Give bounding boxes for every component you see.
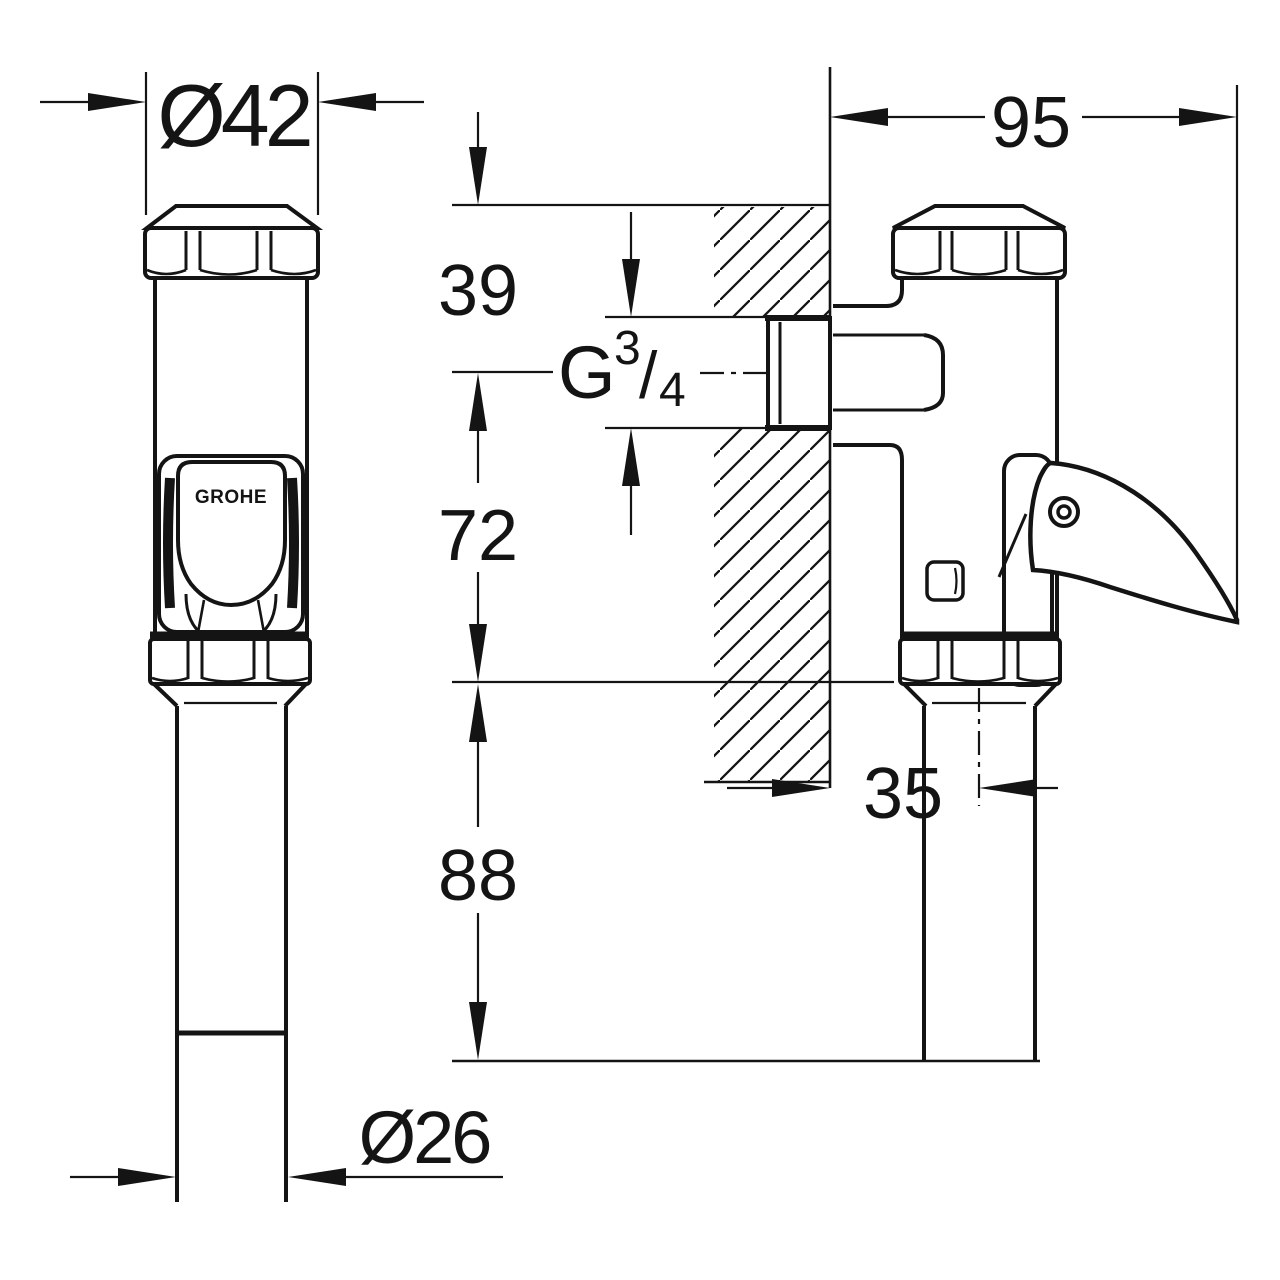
bottom-facet-arcs-front [151, 676, 309, 683]
arrowhead [88, 93, 146, 111]
inlet-thread-fitting [765, 315, 832, 431]
outlet-pipe-walls [922, 706, 1037, 1061]
inlet-horn-lines [833, 333, 924, 412]
bottom-facets-side [936, 641, 1020, 679]
brand-logo: GROHE [195, 487, 267, 508]
dim-label-cap-diameter: Ø42 [157, 66, 309, 165]
taper-side [902, 682, 1058, 708]
arrowhead [622, 259, 640, 317]
cap-hex-side [891, 226, 1067, 280]
reference-lines [144, 72, 1239, 1063]
dim-label-pipe-diameter: Ø26 [359, 1096, 490, 1179]
dimension-depth: 95 [830, 83, 1237, 163]
body-upper-ledge [833, 278, 904, 308]
arrowhead [469, 373, 487, 431]
wall-hatch-upper [714, 207, 830, 317]
thread-label-sup: 3 [614, 322, 641, 375]
arrowhead [118, 1168, 176, 1186]
bottom-hex-front [148, 637, 312, 686]
front-view: GROHE [141, 204, 324, 1202]
bottom-facet-arcs-side [901, 676, 1059, 683]
arrowhead [469, 624, 487, 682]
wall-section [704, 67, 832, 788]
dimension-35: 35 [727, 754, 1058, 834]
cap-hex-front [143, 226, 320, 280]
dim-label-35: 35 [863, 754, 943, 834]
dimension-thread: G 3 / 4 [558, 212, 686, 535]
dimension-pipe-diameter: Ø26 [70, 1096, 503, 1186]
arrowhead [469, 684, 487, 742]
dimension-88: 88 [438, 684, 518, 1060]
side-view [765, 204, 1240, 1061]
cap-chamfer-side [892, 204, 1066, 230]
top-cap-nut-side [891, 204, 1067, 280]
arrowhead [469, 1002, 487, 1060]
sensor-side-bar-left [163, 477, 175, 609]
lever-bracket-detail [997, 513, 1028, 578]
inlet-funnel [923, 333, 945, 412]
bottom-hex-side [898, 637, 1062, 686]
dim-label-88: 88 [438, 836, 518, 916]
arrowhead [318, 93, 376, 111]
body-window [925, 560, 965, 602]
ext-lines-dia42 [144, 72, 320, 215]
cap-facet-arcs-front [146, 268, 317, 276]
arrowhead [1179, 108, 1237, 126]
cap-chamfer-front [141, 204, 324, 230]
sensor-cover: GROHE [157, 454, 305, 644]
taper-front [152, 682, 308, 708]
dimension-cap-diameter: Ø42 [40, 66, 424, 165]
bottom-nut-side [898, 631, 1062, 1061]
arrowhead [772, 779, 830, 797]
thread-label-sub: 4 [659, 364, 686, 417]
sensor-face [176, 460, 287, 608]
cap-facets-front [184, 231, 273, 270]
cap-facet-arcs-side [894, 268, 1064, 276]
thread-label-g: G [558, 331, 616, 414]
body-lower-ledge [833, 443, 904, 635]
top-cap-nut-front [141, 204, 324, 280]
dim-label-72: 72 [438, 496, 518, 576]
wall-hatch-lower [714, 428, 830, 782]
thread-block [766, 316, 832, 430]
bottom-nut-front [148, 631, 312, 708]
arrowhead [469, 147, 487, 205]
dim-label-39: 39 [438, 251, 518, 331]
arrowhead [979, 779, 1037, 797]
bottom-facets-front [186, 641, 270, 679]
flush-pipe-walls [175, 706, 288, 1202]
arrowhead [288, 1168, 346, 1186]
cap-facets-side [938, 231, 1020, 270]
thread-block-edges [765, 315, 830, 431]
dimension-72: 72 [438, 373, 518, 682]
dimension-39: 39 [438, 112, 518, 331]
valve-body-side [833, 278, 1059, 635]
dim-label-depth: 95 [991, 83, 1071, 163]
flush-pipe-front [175, 706, 288, 1202]
body-window-inner-line [953, 567, 958, 595]
arrowhead [622, 428, 640, 486]
arrowhead [830, 108, 888, 126]
sensor-side-bar-right [287, 477, 299, 609]
flush-lever [1028, 460, 1240, 625]
lever-pivot-inner [1056, 504, 1072, 520]
thread-label-slash: / [639, 338, 658, 412]
